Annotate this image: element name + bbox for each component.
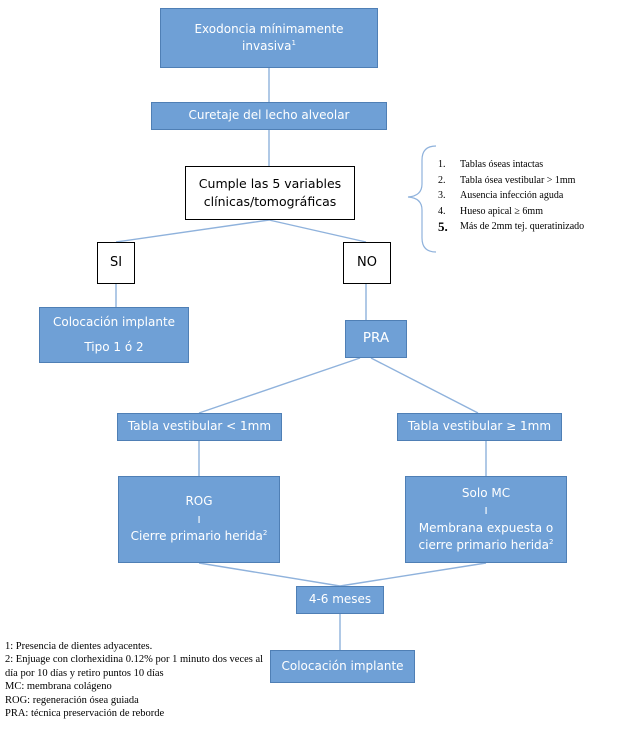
connector-pra-tabla-menor <box>198 357 361 414</box>
node-solo-mc: Solo MC ı Membrana expuesta o cierre pri… <box>405 476 567 563</box>
variables-list-item: 4.Hueso apical ≥ 6mm <box>438 205 543 217</box>
node-colocacion1-line2: Tipo 1 ó 2 <box>84 340 144 354</box>
node-pra: PRA <box>345 320 407 358</box>
node-rog-line3: Cierre primario herida <box>130 529 263 544</box>
node-colocacion-implante-1: Colocación implante Tipo 1 ó 2 <box>39 307 189 363</box>
node-cumple-line2: clínicas/tomográficas <box>203 194 337 209</box>
variables-list-item: 5.Más de 2mm tej. queratinizado <box>438 218 585 234</box>
connector-solomc-meses <box>339 562 487 587</box>
connector-rog-meses <box>198 562 341 587</box>
node-4-6-meses: 4-6 meses <box>296 586 384 614</box>
variables-list-item: 2.Tabla ósea vestibular > 1mm <box>438 174 576 186</box>
variables-list: 1.Tablas óseas intactas 2.Tabla ósea ves… <box>438 157 618 235</box>
footnote-2: 2: Enjuage con clorhexidina 0.12% por 1 … <box>5 654 264 679</box>
node-pra-label: PRA <box>362 330 390 347</box>
variables-brace <box>407 145 437 253</box>
footnote-ref-2b: 2 <box>549 537 554 546</box>
node-solomc-line4: cierre primario herida <box>418 537 549 552</box>
node-solomc-line1: Solo MC <box>461 485 511 500</box>
footnote-pra: PRA: técnica preservación de reborde <box>5 708 165 720</box>
node-si-label: SI <box>109 254 123 270</box>
node-curetaje-label: Curetaje del lecho alveolar <box>188 108 350 123</box>
node-rog: ROG ı Cierre primario herida2 <box>118 476 280 563</box>
node-solomc-line3: Membrana expuesta o <box>418 520 554 535</box>
footnote-ref-1: 1 <box>291 39 296 47</box>
node-colocacion-implante-2: Colocación implante <box>270 650 415 683</box>
node-meses-label: 4-6 meses <box>308 592 372 607</box>
node-colocacion2-label: Colocación implante <box>281 658 404 673</box>
node-exodoncia: Exodoncia mínimamente invasiva1 <box>160 8 378 68</box>
node-solomc-line2: ı <box>484 503 488 518</box>
node-si: SI <box>97 242 135 284</box>
node-cumple-line1: Cumple las 5 variables <box>198 175 342 191</box>
footnote-rog: ROG: regeneración ósea guiada <box>5 694 139 706</box>
node-rog-line2: ı <box>197 511 201 526</box>
node-exodoncia-line2: invasiva <box>242 39 292 53</box>
node-tabla-mayor-label: Tabla vestibular ≥ 1mm <box>407 419 552 434</box>
node-colocacion1-line1: Colocación implante <box>52 314 176 329</box>
node-no: NO <box>343 242 391 284</box>
node-curetaje: Curetaje del lecho alveolar <box>151 102 387 130</box>
node-tabla-menor-label: Tabla vestibular < 1mm <box>127 419 272 434</box>
node-tabla-vestibular-mayor: Tabla vestibular ≥ 1mm <box>397 413 562 441</box>
connector-cumple-si <box>115 219 270 243</box>
footnotes: 1: Presencia de dientes adyacentes. 2: E… <box>5 640 275 720</box>
node-rog-line1: ROG <box>185 494 213 509</box>
connector-cumple-no <box>268 219 367 243</box>
footnote-1: 1: Presencia de dientes adyacentes. <box>5 641 153 652</box>
variables-list-item: 1.Tablas óseas intactas <box>438 159 544 171</box>
variables-list-item: 3.Ausencia infección aguda <box>438 190 564 202</box>
footnote-mc: MC: membrana colágeno <box>5 681 112 693</box>
node-tabla-vestibular-menor: Tabla vestibular < 1mm <box>117 413 282 441</box>
node-cumple-variables: Cumple las 5 variables clínicas/tomográf… <box>185 166 355 220</box>
connector-pra-tabla-mayor <box>370 357 479 414</box>
node-exodoncia-line1: Exodoncia mínimamente <box>194 21 344 36</box>
footnote-ref-2: 2 <box>262 529 268 538</box>
node-no-label: NO <box>357 254 377 270</box>
